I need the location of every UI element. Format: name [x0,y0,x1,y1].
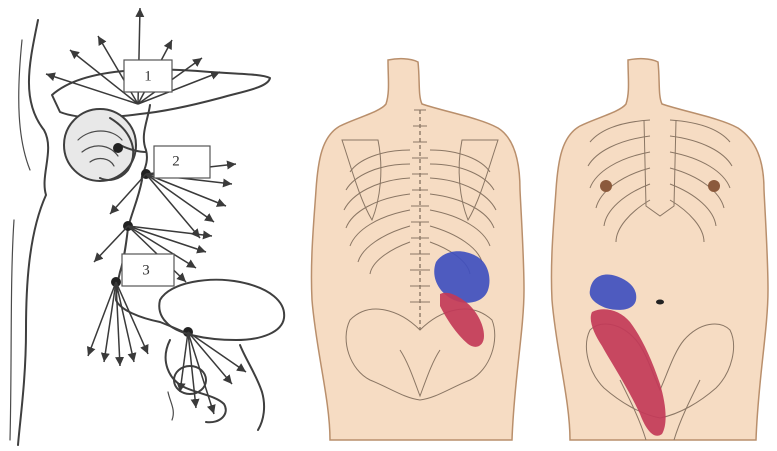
torso-front-view [551,59,768,440]
navel [656,300,664,305]
front-torso-outline [551,59,768,440]
label-box-1: 1 [124,60,172,92]
label-2: 2 [172,153,180,169]
label-box-2: 2 [154,146,210,178]
bladder-shape [159,280,284,340]
nipple-right [708,180,720,192]
visceral-nerve-diagram: 1 2 3 [10,8,284,445]
label-1: 1 [144,68,152,84]
torso-back-view [311,59,524,440]
label-3: 3 [142,262,150,278]
nerve-ganglion-icon [113,143,123,153]
label-box-3: 3 [122,254,174,286]
nipple-left [600,180,612,192]
kidney-organ [64,109,136,181]
back-torso-outline [311,59,524,440]
body-outline [18,20,48,445]
